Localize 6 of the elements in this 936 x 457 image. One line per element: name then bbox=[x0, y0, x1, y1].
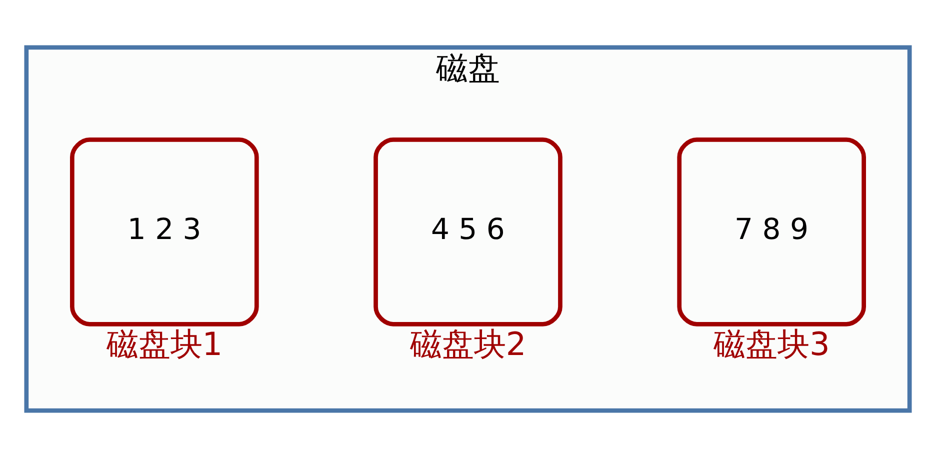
node-box: 7 8 9 bbox=[677, 136, 866, 326]
node-box: 1 2 3 bbox=[70, 136, 259, 326]
node-label: 磁盘块2 bbox=[410, 324, 526, 362]
node-box: 4 5 6 bbox=[374, 136, 562, 326]
node-label: 磁盘块3 bbox=[713, 324, 830, 362]
node-label: 磁盘块1 bbox=[106, 324, 223, 362]
